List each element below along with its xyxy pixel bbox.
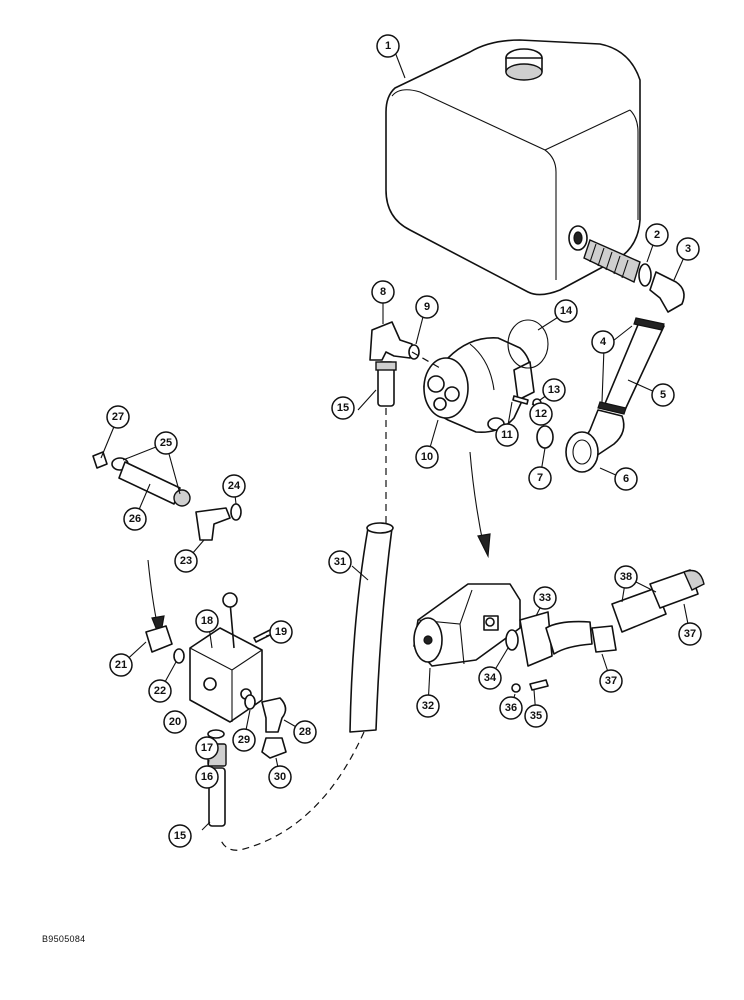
svg-text:36: 36 (505, 702, 517, 714)
callout-19: 19 (269, 620, 293, 644)
suction-strainer (583, 239, 652, 287)
callout-23: 23 (174, 549, 198, 573)
svg-text:17: 17 (201, 742, 213, 754)
inlet-tube-assembly (505, 569, 705, 693)
callout-10: 10 (415, 445, 439, 469)
callout-20: 20 (163, 710, 187, 734)
callout-33: 33 (533, 586, 557, 610)
svg-text:25: 25 (160, 437, 172, 449)
svg-text:16: 16 (201, 771, 213, 783)
callout-28: 28 (293, 720, 317, 744)
tube-15-upper (375, 351, 441, 525)
svg-text:4: 4 (600, 336, 607, 348)
svg-text:30: 30 (274, 771, 286, 783)
svg-text:27: 27 (112, 411, 124, 423)
callout-38: 38 (614, 565, 638, 589)
elbow-fitting-3 (649, 271, 685, 313)
assembly-arrow-right (469, 451, 485, 549)
gear-pump (413, 583, 521, 667)
svg-text:3: 3 (685, 243, 691, 255)
svg-text:23: 23 (180, 555, 192, 567)
callout-15-upper: 15 (331, 396, 355, 420)
callout-26: 26 (123, 507, 147, 531)
svg-text:31: 31 (334, 556, 346, 568)
o-ring-7 (536, 425, 554, 449)
svg-text:12: 12 (535, 408, 547, 420)
svg-text:37: 37 (684, 628, 696, 640)
svg-text:15: 15 (174, 830, 186, 842)
callout-36: 36 (499, 696, 523, 720)
callout-13: 13 (542, 378, 566, 402)
reservoir-tank (385, 39, 641, 296)
callout-31: 31 (328, 550, 352, 574)
callout-3: 3 (676, 237, 700, 261)
svg-text:29: 29 (238, 734, 250, 746)
svg-text:13: 13 (548, 384, 560, 396)
svg-text:7: 7 (537, 472, 543, 484)
callout-17: 17 (195, 736, 219, 760)
callout-22: 22 (148, 679, 172, 703)
callout-37-upper: 37 (678, 622, 702, 646)
callout-37-lower: 37 (599, 669, 623, 693)
callout-15-lower: 15 (168, 824, 192, 848)
svg-text:28: 28 (299, 726, 311, 738)
svg-text:1: 1 (385, 40, 391, 52)
callout-6: 6 (614, 467, 638, 491)
svg-text:19: 19 (275, 626, 287, 638)
callout-7: 7 (528, 466, 552, 490)
valve-fittings (145, 625, 287, 827)
callout-4: 4 (591, 330, 615, 354)
suction-hose-assembly (565, 317, 665, 473)
svg-text:11: 11 (501, 429, 513, 441)
svg-text:26: 26 (129, 513, 141, 525)
callout-25: 25 (154, 431, 178, 455)
callout-14: 14 (554, 299, 578, 323)
callout-34: 34 (478, 666, 502, 690)
svg-text:24: 24 (228, 480, 241, 492)
svg-text:5: 5 (660, 389, 666, 401)
hydraulic-pump (423, 319, 549, 434)
callout-1: 1 (376, 34, 400, 58)
callout-27: 27 (106, 405, 130, 429)
callout-30: 30 (268, 765, 292, 789)
callout-21: 21 (109, 653, 133, 677)
callout-16: 16 (195, 765, 219, 789)
svg-text:6: 6 (623, 473, 629, 485)
fitting-assembly-left (92, 451, 242, 541)
svg-text:32: 32 (422, 700, 434, 712)
callout-12: 12 (529, 402, 553, 426)
elbow-fitting-8 (369, 321, 420, 361)
svg-text:22: 22 (154, 685, 166, 697)
svg-text:9: 9 (424, 301, 430, 313)
svg-text:10: 10 (421, 451, 433, 463)
callout-8: 8 (371, 280, 395, 304)
callout-24: 24 (222, 474, 246, 498)
svg-text:18: 18 (201, 615, 213, 627)
drawing-id: B9505084 (42, 934, 86, 944)
callout-11: 11 (495, 423, 519, 447)
svg-text:14: 14 (560, 305, 573, 317)
svg-text:33: 33 (539, 592, 551, 604)
callout-9: 9 (415, 295, 439, 319)
callout-32: 32 (416, 694, 440, 718)
callout-18: 18 (195, 609, 219, 633)
callout-35: 35 (524, 704, 548, 728)
hose-31 (219, 522, 394, 851)
svg-text:8: 8 (380, 286, 386, 298)
svg-text:21: 21 (115, 659, 127, 671)
callout-29: 29 (232, 728, 256, 752)
svg-text:20: 20 (169, 716, 181, 728)
callout-5: 5 (651, 383, 675, 407)
svg-text:37: 37 (605, 675, 617, 687)
svg-text:2: 2 (654, 229, 660, 241)
svg-text:34: 34 (484, 672, 497, 684)
svg-text:38: 38 (620, 571, 632, 583)
svg-text:35: 35 (530, 710, 542, 722)
callout-2: 2 (645, 223, 669, 247)
svg-text:15: 15 (337, 402, 349, 414)
